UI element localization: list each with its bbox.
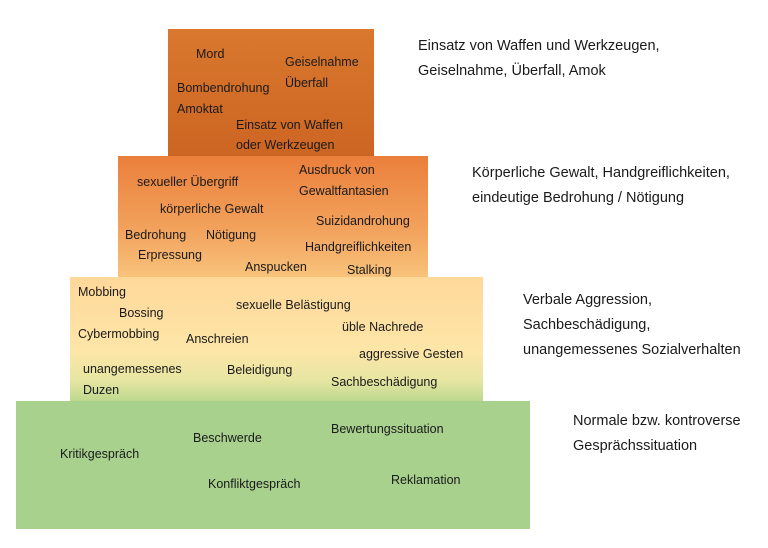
level-1-caption-line: Einsatz von Waffen und Werkzeugen, [418,38,660,54]
term: Anschreien [186,332,249,346]
level-4-caption-line: Gesprächssituation [573,438,698,454]
term: sexueller Übergriff [137,175,239,189]
term: Mobbing [78,285,126,299]
term: Reklamation [391,473,461,487]
term: Suizidandrohung [316,214,410,228]
term: oder Werkzeugen [236,138,335,152]
term: Duzen [83,383,120,397]
pyramid-level-1 [168,29,374,157]
term: Bewertungssituation [331,422,444,436]
term: Überfall [285,76,329,90]
term: Nötigung [206,228,257,242]
term: Cybermobbing [78,327,160,341]
term: körperliche Gewalt [160,202,264,216]
term: Stalking [347,263,392,277]
term: Einsatz von Waffen [236,118,344,132]
term: Bedrohung [125,228,187,242]
level-2-caption-line: Körperliche Gewalt, Handgreiflichkeiten, [472,165,730,181]
term: unangemessenes [83,362,182,376]
pyramid-level-3 [70,277,483,402]
level-3-caption-line: Sachbeschädigung, [523,317,651,333]
term: aggressive Gesten [359,347,464,361]
level-2-caption-line: eindeutige Bedrohung / Nötigung [472,190,685,206]
term: Beschwerde [193,431,262,445]
term: Ausdruck von [299,163,375,177]
term: Anspucken [245,260,307,274]
level-1-caption-line: Geiselnahme, Überfall, Amok [418,63,606,79]
term: Amoktat [177,102,223,116]
term: Geiselnahme [285,55,359,69]
level-3-caption-line: Verbale Aggression, [523,292,652,308]
term: Kritikgespräch [60,447,140,461]
term: Beleidigung [227,363,293,377]
term: üble Nachrede [342,320,424,334]
term: Gewaltfantasien [299,184,389,198]
term: Bombendrohung [177,81,270,95]
level-3-caption-line: unangemessenes Sozialverhalten [523,342,741,358]
term: sexuelle Belästigung [236,298,351,312]
term: Konfliktgespräch [208,477,301,491]
level-4-caption-line: Normale bzw. kontroverse [573,413,741,429]
term: Mord [196,47,225,61]
pyramid-level-2 [118,156,428,278]
term: Bossing [119,306,164,320]
term: Erpressung [138,248,202,262]
term: Sachbeschädigung [331,375,438,389]
term: Handgreiflichkeiten [305,240,412,254]
pyramid-level-4 [16,401,530,529]
